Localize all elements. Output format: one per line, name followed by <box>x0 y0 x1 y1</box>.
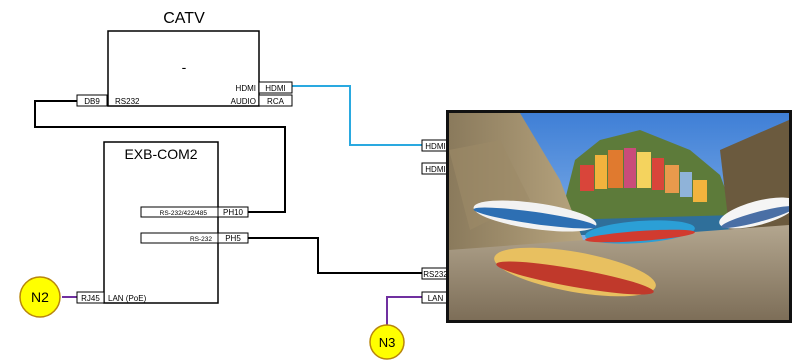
rs232-cable-catv-exb <box>34 100 286 213</box>
rca-label: RCA <box>267 97 285 106</box>
rca-port <box>258 94 293 107</box>
display-screen-image <box>449 113 789 320</box>
catv-rs232-label: RS232 <box>115 97 140 106</box>
ph5-label: PH5 <box>225 234 241 243</box>
ph10-port <box>217 206 249 218</box>
display-lan-label: LAN <box>428 294 444 303</box>
hdmi-out-label: HDMI <box>265 84 285 93</box>
exb-title: EXB-COM2 <box>124 146 197 162</box>
display-hdmi-2-label: HDMI <box>425 165 445 174</box>
catv-audio-label: AUDIO <box>231 97 256 106</box>
rs232-cable-exb-display <box>248 237 422 274</box>
catv-hdmi-label: HDMI <box>236 84 256 93</box>
exb-box <box>103 141 219 304</box>
ph5-port <box>217 232 249 244</box>
ph10-label: PH10 <box>223 208 244 217</box>
exb-com2-device: EXB-COM2 RS-232/422/485 PH10 RS-232 PH5 … <box>76 141 249 304</box>
catv-title: CATV <box>163 10 205 27</box>
catv-inner-label: - <box>182 59 187 75</box>
ph5-desc: RS-232 <box>190 236 212 243</box>
ph10-desc: RS-232/422/485 <box>160 210 208 217</box>
rj45-port <box>76 291 105 304</box>
exb-lan-label: LAN (PoE) <box>108 294 147 303</box>
catv-box <box>107 30 260 107</box>
node-n3: N3 <box>369 324 405 360</box>
display-hdmi-1-label: HDMI <box>425 142 445 151</box>
node-n2: N2 <box>19 276 61 318</box>
lan-cable-n3 <box>386 296 422 329</box>
hdmi-out-port <box>258 81 293 94</box>
catv-device: CATV - DB9 RS232 HDMI AUDIO HDMI RCA <box>76 10 293 107</box>
node-n2-label: N2 <box>31 289 49 305</box>
node-n3-circle <box>369 324 405 360</box>
display-inputs: HDMI HDMI RS232 LAN <box>421 139 450 304</box>
node-n2-circle <box>19 276 61 318</box>
db9-label: DB9 <box>84 97 100 106</box>
hdmi-cable <box>292 85 422 146</box>
node-n3-label: N3 <box>379 335 396 350</box>
db9-port <box>76 94 108 107</box>
rj45-label: RJ45 <box>81 294 100 303</box>
display-rs232-label: RS232 <box>423 270 448 279</box>
display-monitor <box>446 110 792 323</box>
